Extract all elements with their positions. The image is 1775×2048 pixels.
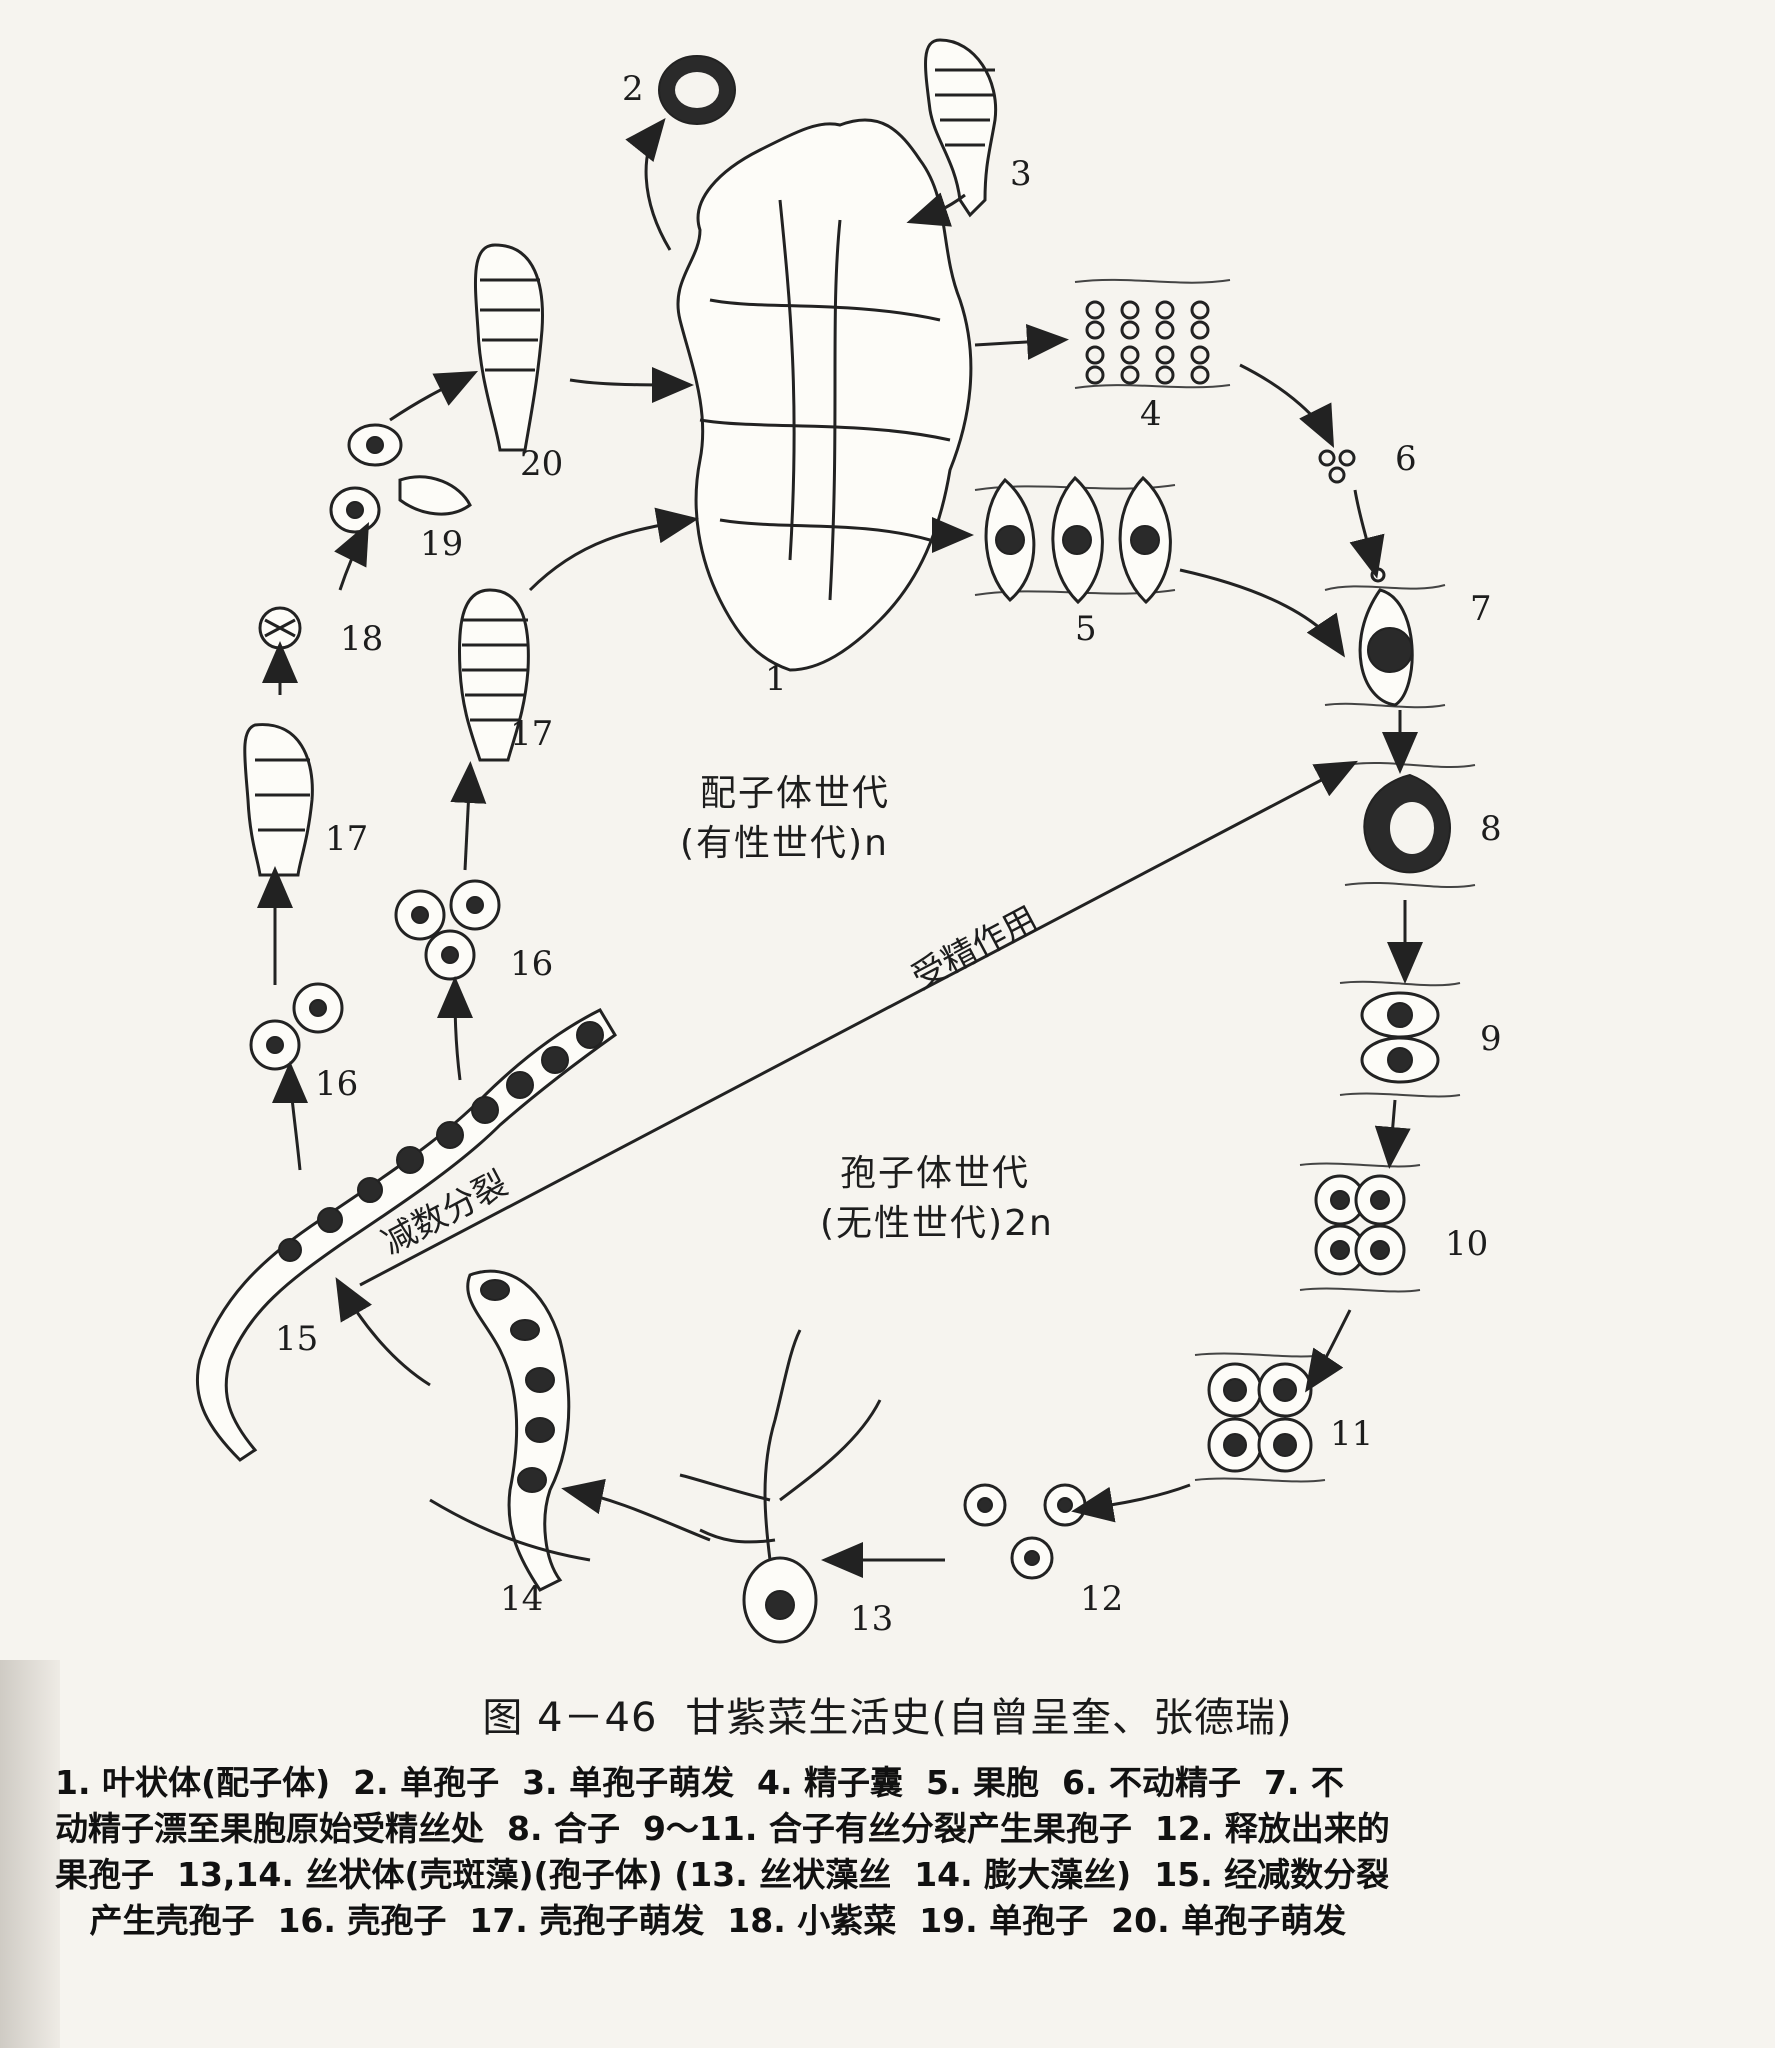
zygote-division-illustration bbox=[1339, 980, 1461, 1098]
figure-number: 图 4－46 bbox=[482, 1695, 658, 1741]
legend-text: 产生壳孢子 16. 壳孢子 17. 壳孢子萌发 18. 小紫菜 19. 单孢子 … bbox=[55, 1901, 1347, 1940]
stage-number-1: 1 bbox=[765, 659, 787, 699]
released-carpospores-illustration bbox=[963, 1483, 1087, 1580]
carposporangium-illustration bbox=[1194, 1352, 1326, 1483]
stage-number-2: 2 bbox=[622, 69, 644, 109]
monospore-germination-2-illustration bbox=[473, 243, 544, 452]
legend-line: 产生壳孢子 16. 壳孢子 17. 壳孢子萌发 18. 小紫菜 19. 单孢子 … bbox=[55, 1898, 1735, 1944]
legend-line: 1. 叶状体(配子体) 2. 单孢子 3. 单孢子萌发 4. 精子囊 5. 果胞… bbox=[55, 1760, 1735, 1806]
figure-title: 甘紫菜生活史(自曾呈奎、张德瑞) bbox=[685, 1695, 1293, 1741]
figure-caption: 图 4－46 甘紫菜生活史(自曾呈奎、张德瑞) bbox=[0, 1685, 1775, 1743]
stage-numbers: 1 2 3 4 5 6 7 8 9 10 11 12 13 14 15 16 1… bbox=[275, 69, 1502, 1639]
swollen-filament-illustration bbox=[429, 1269, 591, 1592]
fertilization-label: 受精作用 bbox=[905, 899, 1044, 998]
zygote-illustration bbox=[1344, 762, 1476, 888]
spermatia-illustration bbox=[1318, 449, 1356, 484]
thallus-illustration bbox=[676, 118, 973, 672]
stage-number-16a: 16 bbox=[315, 1064, 358, 1104]
stage-number-20: 20 bbox=[520, 444, 563, 484]
conchospores-illustration bbox=[249, 879, 501, 1071]
conchosporangial-filament-illustration bbox=[195, 1008, 617, 1462]
stage-number-13: 13 bbox=[850, 1599, 893, 1639]
stage-number-8: 8 bbox=[1480, 809, 1502, 849]
young-porphyra-illustration bbox=[258, 606, 302, 650]
stage-number-19: 19 bbox=[420, 524, 463, 564]
sporophyte-generation-label: 孢子体世代 bbox=[840, 1153, 1030, 1194]
legend-line: 动精子漂至果胞原始受精丝处 8. 合子 9～11. 合子有丝分裂产生果孢子 12… bbox=[55, 1806, 1735, 1852]
legend-text: 1. 叶状体(配子体) 2. 单孢子 3. 单孢子萌发 4. 精子囊 5. 果胞… bbox=[55, 1763, 1344, 1802]
conchospore-germination-illustration bbox=[243, 588, 530, 877]
stage-number-7: 7 bbox=[1470, 589, 1492, 629]
stage-number-17a: 17 bbox=[325, 819, 368, 859]
gametophyte-generation-sub: (有性世代)n bbox=[680, 823, 889, 864]
spermatangia-illustration bbox=[1074, 278, 1231, 389]
gametophyte-generation-label: 配子体世代 bbox=[700, 773, 890, 814]
stage-number-3: 3 bbox=[1010, 154, 1032, 194]
stage-number-15: 15 bbox=[275, 1319, 318, 1359]
fertilization-site-illustration bbox=[1324, 567, 1446, 709]
sporophyte-generation-sub: (无性世代)2n bbox=[820, 1203, 1054, 1244]
figure-legend: 1. 叶状体(配子体) 2. 单孢子 3. 单孢子萌发 4. 精子囊 5. 果胞… bbox=[55, 1760, 1735, 1944]
cycle-arrows bbox=[257, 117, 1423, 1578]
carpospore-formation-illustration bbox=[1299, 1162, 1421, 1293]
legend-text: 动精子漂至果胞原始受精丝处 8. 合子 9～11. 合子有丝分裂产生果孢子 12… bbox=[55, 1809, 1390, 1848]
monospore-germination-illustration bbox=[924, 38, 998, 218]
stage-number-14: 14 bbox=[500, 1579, 543, 1619]
stage-number-5: 5 bbox=[1075, 609, 1097, 649]
legend-line: 果孢子 13,14. 丝状体(壳斑藻)(孢子体) (13. 丝状藻丝 14. 膨… bbox=[55, 1852, 1735, 1898]
life-cycle-diagram: 1 2 3 4 5 6 7 8 9 10 11 12 13 14 15 16 1… bbox=[195, 38, 1502, 1644]
stage-number-12: 12 bbox=[1080, 1579, 1123, 1619]
stage-number-16b: 16 bbox=[510, 944, 553, 984]
stage-number-11: 11 bbox=[1330, 1414, 1373, 1454]
stage-number-18: 18 bbox=[340, 619, 383, 659]
stage-number-9: 9 bbox=[1480, 1019, 1502, 1059]
monospore-illustration bbox=[658, 55, 736, 125]
stage-number-10: 10 bbox=[1445, 1224, 1488, 1264]
stage-number-4: 4 bbox=[1140, 394, 1162, 434]
stage-number-17b: 17 bbox=[510, 714, 553, 754]
legend-text: 果孢子 13,14. 丝状体(壳斑藻)(孢子体) (13. 丝状藻丝 14. 膨… bbox=[55, 1855, 1390, 1894]
conchocelis-filament-illustration bbox=[679, 1329, 882, 1644]
carpogonia-illustration bbox=[974, 475, 1176, 605]
page-edge-shadow bbox=[0, 1660, 60, 2048]
monospores-illustration bbox=[329, 423, 472, 534]
stage-number-6: 6 bbox=[1395, 439, 1417, 479]
